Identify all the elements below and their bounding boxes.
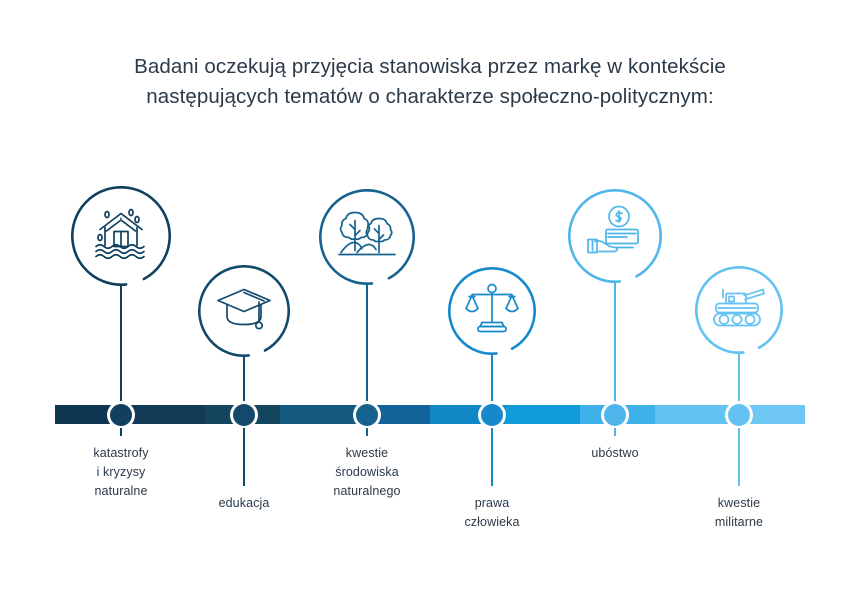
timeline-node-connector — [613, 279, 617, 415]
timeline-node-label-line: edukacja — [218, 496, 270, 510]
timeline-bar-segment — [655, 405, 730, 424]
timeline-node-bubble[interactable] — [448, 267, 536, 355]
timeline-caption-connector — [737, 427, 741, 486]
timeline-node-bubble[interactable] — [198, 265, 290, 357]
timeline-node-bubble[interactable] — [568, 189, 662, 283]
timeline-node-ring — [71, 186, 171, 286]
timeline-node-label-line: militarne — [714, 515, 764, 529]
timeline-caption-connector — [613, 427, 617, 436]
timeline-node-connector — [490, 351, 494, 415]
timeline-node-ring — [319, 188, 415, 285]
timeline-node-label-line: środowiska — [335, 465, 399, 479]
timeline-node-label-line: kwestie — [345, 446, 389, 460]
timeline-node-dot[interactable] — [233, 403, 255, 426]
trees-icon — [337, 207, 397, 268]
timeline-bar — [55, 405, 805, 424]
timeline-node-dot[interactable] — [728, 403, 750, 426]
timeline-node-label-line: człowieka — [464, 515, 520, 529]
timeline-node-ring — [568, 189, 662, 283]
page-title-line-1: Badani oczekują przyjęcia stanowiska prz… — [134, 55, 726, 78]
timeline-node-bubble[interactable] — [319, 188, 415, 285]
tank-icon — [709, 284, 769, 337]
timeline-node-label-line: katastrofy — [93, 446, 149, 460]
timeline-caption-connector — [242, 427, 246, 486]
timeline-caption-connector — [490, 427, 494, 486]
timeline-node-label: kwestie środowiska naturalnego — [277, 444, 457, 501]
timeline-node-dot[interactable] — [481, 403, 503, 426]
timeline-node-label-line: kwestie — [717, 496, 761, 510]
timeline-node-bubble[interactable] — [71, 186, 171, 286]
scales-of-justice-icon — [465, 281, 519, 342]
timeline-node-connector — [119, 282, 123, 415]
timeline-caption-connector — [365, 427, 369, 436]
timeline-bar-segment — [505, 405, 580, 424]
timeline-bar-segment — [130, 405, 205, 424]
timeline-node-label: ubóstwo — [525, 444, 705, 463]
timeline-node-connector — [737, 350, 741, 415]
timeline-node-label-line: naturalne — [94, 484, 148, 498]
timeline-node-label-line: prawa — [474, 496, 510, 510]
timeline-node-label-line: naturalnego — [333, 484, 401, 498]
timeline-node-dot[interactable] — [604, 403, 626, 426]
timeline-node-label: kwestie militarne — [649, 494, 829, 532]
timeline-node-label-line: i kryzysy — [96, 465, 146, 479]
timeline-node-connector — [242, 353, 246, 415]
timeline-node-label: prawa człowieka — [402, 494, 582, 532]
timeline-node-label: edukacja — [154, 494, 334, 513]
timeline-node-dot[interactable] — [356, 403, 378, 426]
graduation-cap-icon — [214, 284, 274, 339]
timeline-caption-connector — [119, 427, 123, 436]
timeline-node-connector — [365, 281, 369, 415]
page-title-line-2: następujących tematów o charakterze społ… — [146, 85, 714, 108]
timeline-node-label: katastrofy i kryzysy naturalne — [31, 444, 211, 501]
timeline-node-dot[interactable] — [110, 403, 132, 426]
timeline-node-label-line: ubóstwo — [591, 446, 639, 460]
house-flood-icon — [90, 206, 152, 267]
timeline-node-ring — [198, 265, 290, 357]
money-in-hand-icon — [585, 205, 645, 267]
timeline-node-ring — [695, 266, 783, 354]
timeline-node-bubble[interactable] — [695, 266, 783, 354]
page-title: Badani oczekują przyjęcia stanowiska prz… — [0, 52, 860, 112]
timeline-node-ring — [448, 267, 536, 355]
timeline-bar-segment — [280, 405, 355, 424]
